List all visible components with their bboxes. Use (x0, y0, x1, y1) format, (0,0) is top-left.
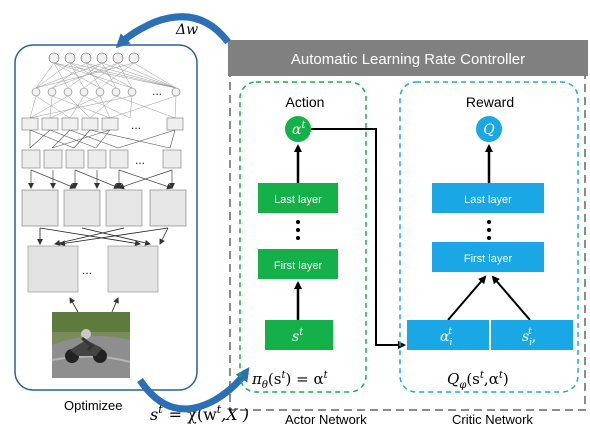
qfunc-equation: Qφ(st,αt) (447, 370, 509, 391)
optimizee-network (21, 52, 187, 313)
action-node-label: αt (292, 120, 306, 138)
critic-first-layer-label: First layer (464, 253, 513, 265)
critic-last-layer-label: Last layer (464, 194, 512, 206)
critic-input-state (491, 320, 573, 350)
state-arrow (137, 367, 250, 413)
reward-node-label: Q (483, 122, 495, 138)
input-image (51, 312, 131, 378)
critic-input-action-label: αit (440, 327, 452, 348)
actor-first-layer-label: First layer (274, 260, 323, 272)
ellipsis-row-2: ... (131, 118, 141, 132)
actor-input-label: st (292, 327, 304, 345)
critic-heading: Reward (466, 94, 514, 110)
action-node (285, 116, 311, 142)
controller-header (228, 40, 588, 76)
policy-equation: πθ(st) = αt (251, 370, 329, 391)
ellipsis-row-4: ... (82, 263, 92, 277)
critic-panel (399, 81, 579, 393)
delta-w-label: Δw (175, 22, 198, 38)
action-to-critic-arrow (311, 128, 406, 349)
hidden-neurons (31, 87, 181, 97)
critic-first-layer (432, 242, 544, 272)
controller-title: Automatic Learning Rate Controller (291, 51, 525, 68)
critic-last-layer (432, 183, 544, 213)
ellipsis-row-1: ... (152, 84, 162, 98)
critic-input-action (407, 320, 489, 350)
actor-panel (239, 81, 367, 393)
actor-network-label: Actor Network (285, 412, 367, 427)
actor-last-layer-label: Last layer (274, 194, 322, 206)
actor-input (265, 320, 333, 350)
ellipsis-row-3: ... (135, 153, 145, 167)
critic-network-label: Critic Network (452, 412, 533, 427)
critic-dots (487, 220, 491, 240)
actor-dots (296, 220, 300, 240)
actor-heading: Action (286, 94, 325, 110)
optimizee-label: Optimizee (64, 398, 123, 413)
controller-frame (229, 74, 586, 411)
critic-input-state-label: sit, (522, 327, 536, 348)
actor-last-layer (258, 183, 338, 213)
reward-node (476, 116, 502, 142)
update-arrow (115, 13, 231, 49)
actor-first-layer (258, 249, 338, 279)
